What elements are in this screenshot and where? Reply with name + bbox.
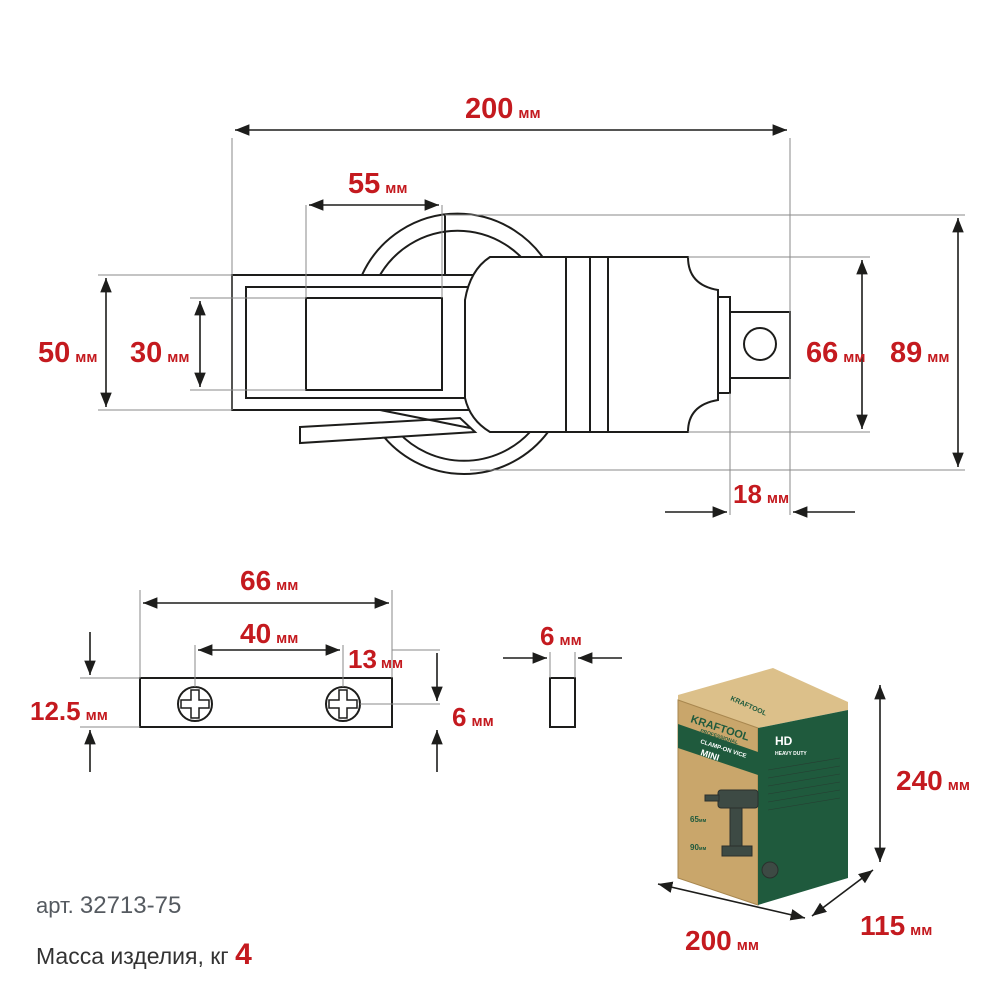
jaw-plate-edge (717, 296, 731, 394)
clamp-wheel-arc-top (361, 212, 554, 276)
box-side-text-lines (767, 757, 841, 811)
lever-link (379, 409, 471, 429)
plate-thickness-view (503, 652, 622, 728)
screw-left-icon (177, 686, 213, 722)
article-line: арт. 32713-75 (36, 892, 181, 920)
jaw-plate-extension-lines (80, 590, 440, 728)
article-number: 32713-75 (79, 892, 182, 919)
box-front-stripe (678, 724, 758, 775)
weight-line: Масса изделия, кг 4 (36, 938, 252, 972)
box-badge: HD (775, 734, 793, 748)
jaw-plate-view (139, 677, 393, 728)
weight-value: 4 (235, 938, 252, 971)
extension-lines (98, 138, 965, 515)
plate-side (549, 677, 576, 728)
box-spec-jaw: 65мм (690, 815, 707, 824)
dim-arrow-box-115 (811, 869, 874, 917)
clamp-wheel-arc-inner-bottom (397, 431, 531, 462)
clamp-lever (299, 416, 478, 445)
box-spec-open: 90мм (690, 843, 707, 852)
weight-label: Масса изделия, кг (36, 943, 229, 969)
vice-top-view (231, 212, 791, 475)
jaw-plate-arrows (84, 597, 443, 772)
mounting-hole (743, 327, 777, 361)
dimension-arrows (100, 124, 964, 518)
box-vice-image (704, 789, 779, 879)
clamp-wheel-arc-inner-top (379, 229, 536, 276)
package-box: KRAFTOOL PROFESSIONAL CLAMP-ON VICE MINI… (677, 668, 848, 906)
box-top-face (678, 668, 848, 728)
jaw-opening-window (305, 297, 443, 391)
screw-right-icon (325, 686, 361, 722)
dim-arrow-box-200 (657, 881, 806, 921)
package-arrows (657, 685, 886, 921)
box-side-face (758, 710, 848, 905)
box-badge-sub: HEAVY DUTY (775, 751, 807, 757)
article-label: арт. (36, 893, 74, 918)
clamp-wheel-arc-bottom (379, 431, 549, 475)
vice-body (464, 256, 719, 433)
